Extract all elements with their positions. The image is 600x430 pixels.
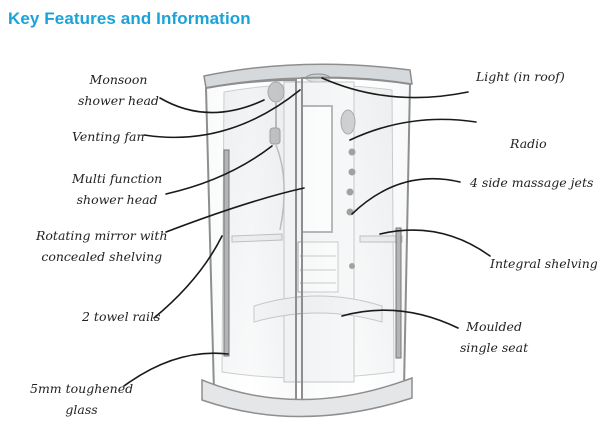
- towel-rail-left: [223, 149, 230, 357]
- leader-towel: [153, 235, 223, 319]
- leader-seat: [341, 309, 459, 329]
- shower-tray: [201, 376, 413, 418]
- leader-light: [321, 77, 469, 99]
- page-title: Key Features and Information: [8, 9, 251, 28]
- label-multi-function: Multi function shower head: [72, 171, 163, 207]
- label-light: Light (in roof): [476, 69, 565, 84]
- label-venting-fan: Venting fan: [72, 129, 145, 144]
- label-integral-shelving: Integral shelving: [490, 256, 598, 271]
- shower-enclosure: [201, 63, 413, 418]
- towel-rail-right: [395, 227, 402, 359]
- label-rotating-mirror: Rotating mirror with concealed shelving: [36, 228, 168, 264]
- label-toughened-glass: 5mm toughened glass: [30, 381, 134, 417]
- leader-mirror: [165, 187, 305, 233]
- label-massage-jets: 4 side massage jets: [470, 175, 594, 190]
- label-monsoon: Monsoon shower head: [78, 72, 159, 108]
- label-radio: Radio: [510, 136, 547, 151]
- right-glass-door: [301, 76, 412, 406]
- leader-glass: [123, 352, 229, 387]
- leader-radio: [349, 118, 477, 141]
- leader-monsoon: [159, 97, 265, 114]
- label-moulded-seat: Moulded single seat: [460, 319, 529, 355]
- leader-shelving: [379, 229, 491, 257]
- leader-lines: [123, 77, 491, 387]
- label-towel-rails: 2 towel rails: [82, 309, 161, 324]
- leader-jets: [351, 177, 461, 215]
- leader-multifunction: [165, 145, 273, 195]
- leader-venting: [143, 89, 301, 139]
